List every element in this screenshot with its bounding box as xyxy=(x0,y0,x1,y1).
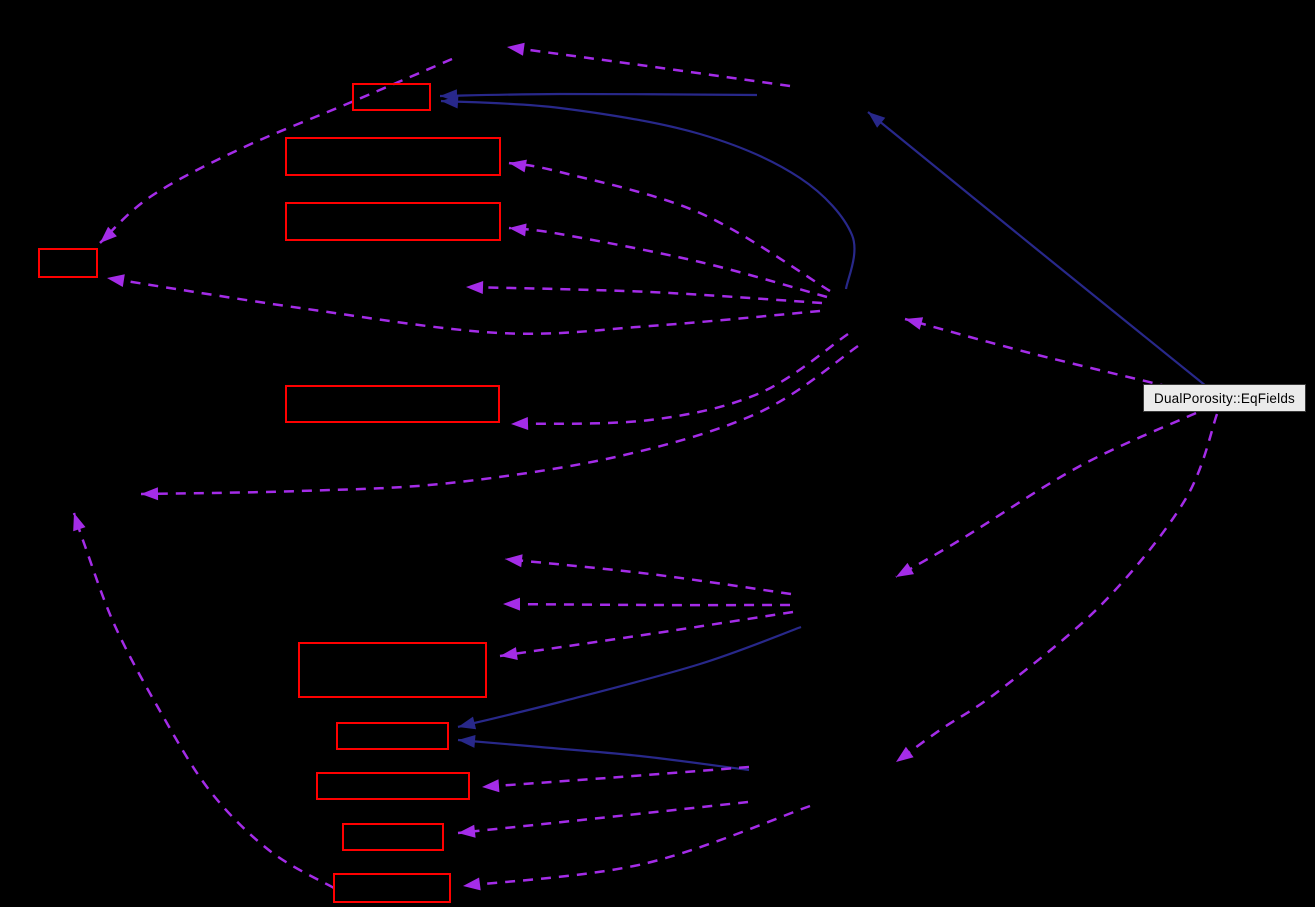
node-box-small-3[interactable] xyxy=(333,873,451,903)
graph-edge-midlower-hub-to-hidden-1 xyxy=(504,557,792,596)
node-box-big[interactable] xyxy=(298,642,487,698)
graph-arrowhead-lower-hub-to-box-small-1 xyxy=(458,735,476,748)
graph-arrowhead-lower-hub-to-box-small-2 xyxy=(458,824,476,838)
graph-arrowhead-lower-hub-to-box-wide-4 xyxy=(482,779,500,793)
graph-edge-lower-hub-to-box-wide-4 xyxy=(481,765,750,789)
graph-arrowhead-mid-hub-to-hidden-left xyxy=(141,487,159,501)
graph-edge-eqfields-to-lower-hub xyxy=(895,413,1219,764)
graph-arrowhead-mid-hub-to-box-wide-1 xyxy=(509,159,527,173)
graph-arrowhead-mid-hub-to-box-top xyxy=(441,95,459,109)
node-box-small-1[interactable] xyxy=(336,722,449,750)
center-node: DualPorosity::EqFields xyxy=(1143,384,1306,412)
graph-edge-midlower-hub-to-box-small-1 xyxy=(457,625,802,729)
graph-arrowhead-eqfields-to-mid-hub xyxy=(905,317,924,330)
graph-edge-midlower-hub-to-hidden-2 xyxy=(502,602,791,607)
graph-edge-mid-hub-to-box-wide-1 xyxy=(508,161,831,293)
node-box-wide-1[interactable] xyxy=(285,137,501,176)
graph-edge-top-hub-to-topleft-node xyxy=(506,45,791,88)
graph-arrowhead-top-hub-to-topleft-node xyxy=(507,42,525,56)
graph-edge-mid-hub-to-box-wide-2 xyxy=(508,226,828,299)
graph-arrowhead-midlower-hub-to-box-big xyxy=(500,647,518,660)
graph-edge-box-small-3-to-hidden-left xyxy=(72,512,335,890)
graph-edge-mid-hub-to-box-left xyxy=(106,276,821,336)
node-box-small-2[interactable] xyxy=(342,823,444,851)
graph-edge-eqfields-to-mid-hub xyxy=(904,317,1171,389)
graph-edge-mid-hub-to-hidden-mid xyxy=(465,285,823,305)
graph-edge-eqfields-to-top-hub xyxy=(867,111,1207,387)
node-box-wide-3[interactable] xyxy=(285,385,500,423)
graph-edge-mid-hub-to-box-wide-3 xyxy=(510,332,849,426)
graph-edge-topleft-node-to-box-left xyxy=(99,57,453,244)
graph-arrowhead-lower-hub-to-box-small-3 xyxy=(463,877,481,891)
graph-arrowhead-eqfields-to-top-hub xyxy=(868,112,886,128)
graph-edge-midlower-hub-to-box-big xyxy=(499,610,794,658)
graph-arrowhead-mid-hub-to-hidden-mid xyxy=(466,281,484,294)
graph-arrowhead-eqfields-to-midlower-hub xyxy=(896,562,914,577)
graph-edge-mid-hub-to-box-top xyxy=(440,99,856,290)
center-node-label: DualPorosity::EqFields xyxy=(1154,390,1295,406)
graph-arrowhead-eqfields-to-lower-hub xyxy=(896,746,914,762)
graph-edge-eqfields-to-midlower-hub xyxy=(895,411,1197,579)
graph-edge-lower-hub-to-box-small-1 xyxy=(457,738,750,772)
graph-edge-lower-hub-to-box-small-2 xyxy=(457,800,749,835)
graph-arrowhead-mid-hub-to-box-wide-3 xyxy=(511,417,529,430)
graph-edge-top-hub-to-box-top xyxy=(439,92,758,98)
graph-arrowhead-box-small-3-to-hidden-left xyxy=(73,513,86,532)
node-box-wide-2[interactable] xyxy=(285,202,501,241)
graph-edge-lower-hub-to-box-small-3 xyxy=(462,804,811,888)
graph-arrowhead-mid-hub-to-box-wide-2 xyxy=(509,223,527,237)
node-box-left[interactable] xyxy=(38,248,98,278)
node-box-wide-4[interactable] xyxy=(316,772,470,800)
graph-arrowhead-midlower-hub-to-hidden-1 xyxy=(505,554,523,568)
graph-arrowhead-topleft-node-to-box-left xyxy=(100,226,117,243)
graph-edge-mid-hub-to-hidden-left xyxy=(140,344,859,496)
graph-arrowhead-midlower-hub-to-box-small-1 xyxy=(458,716,477,730)
graph-arrowhead-midlower-hub-to-hidden-2 xyxy=(503,597,520,611)
node-box-top[interactable] xyxy=(352,83,431,111)
graph-arrowhead-mid-hub-to-box-left xyxy=(107,274,125,287)
